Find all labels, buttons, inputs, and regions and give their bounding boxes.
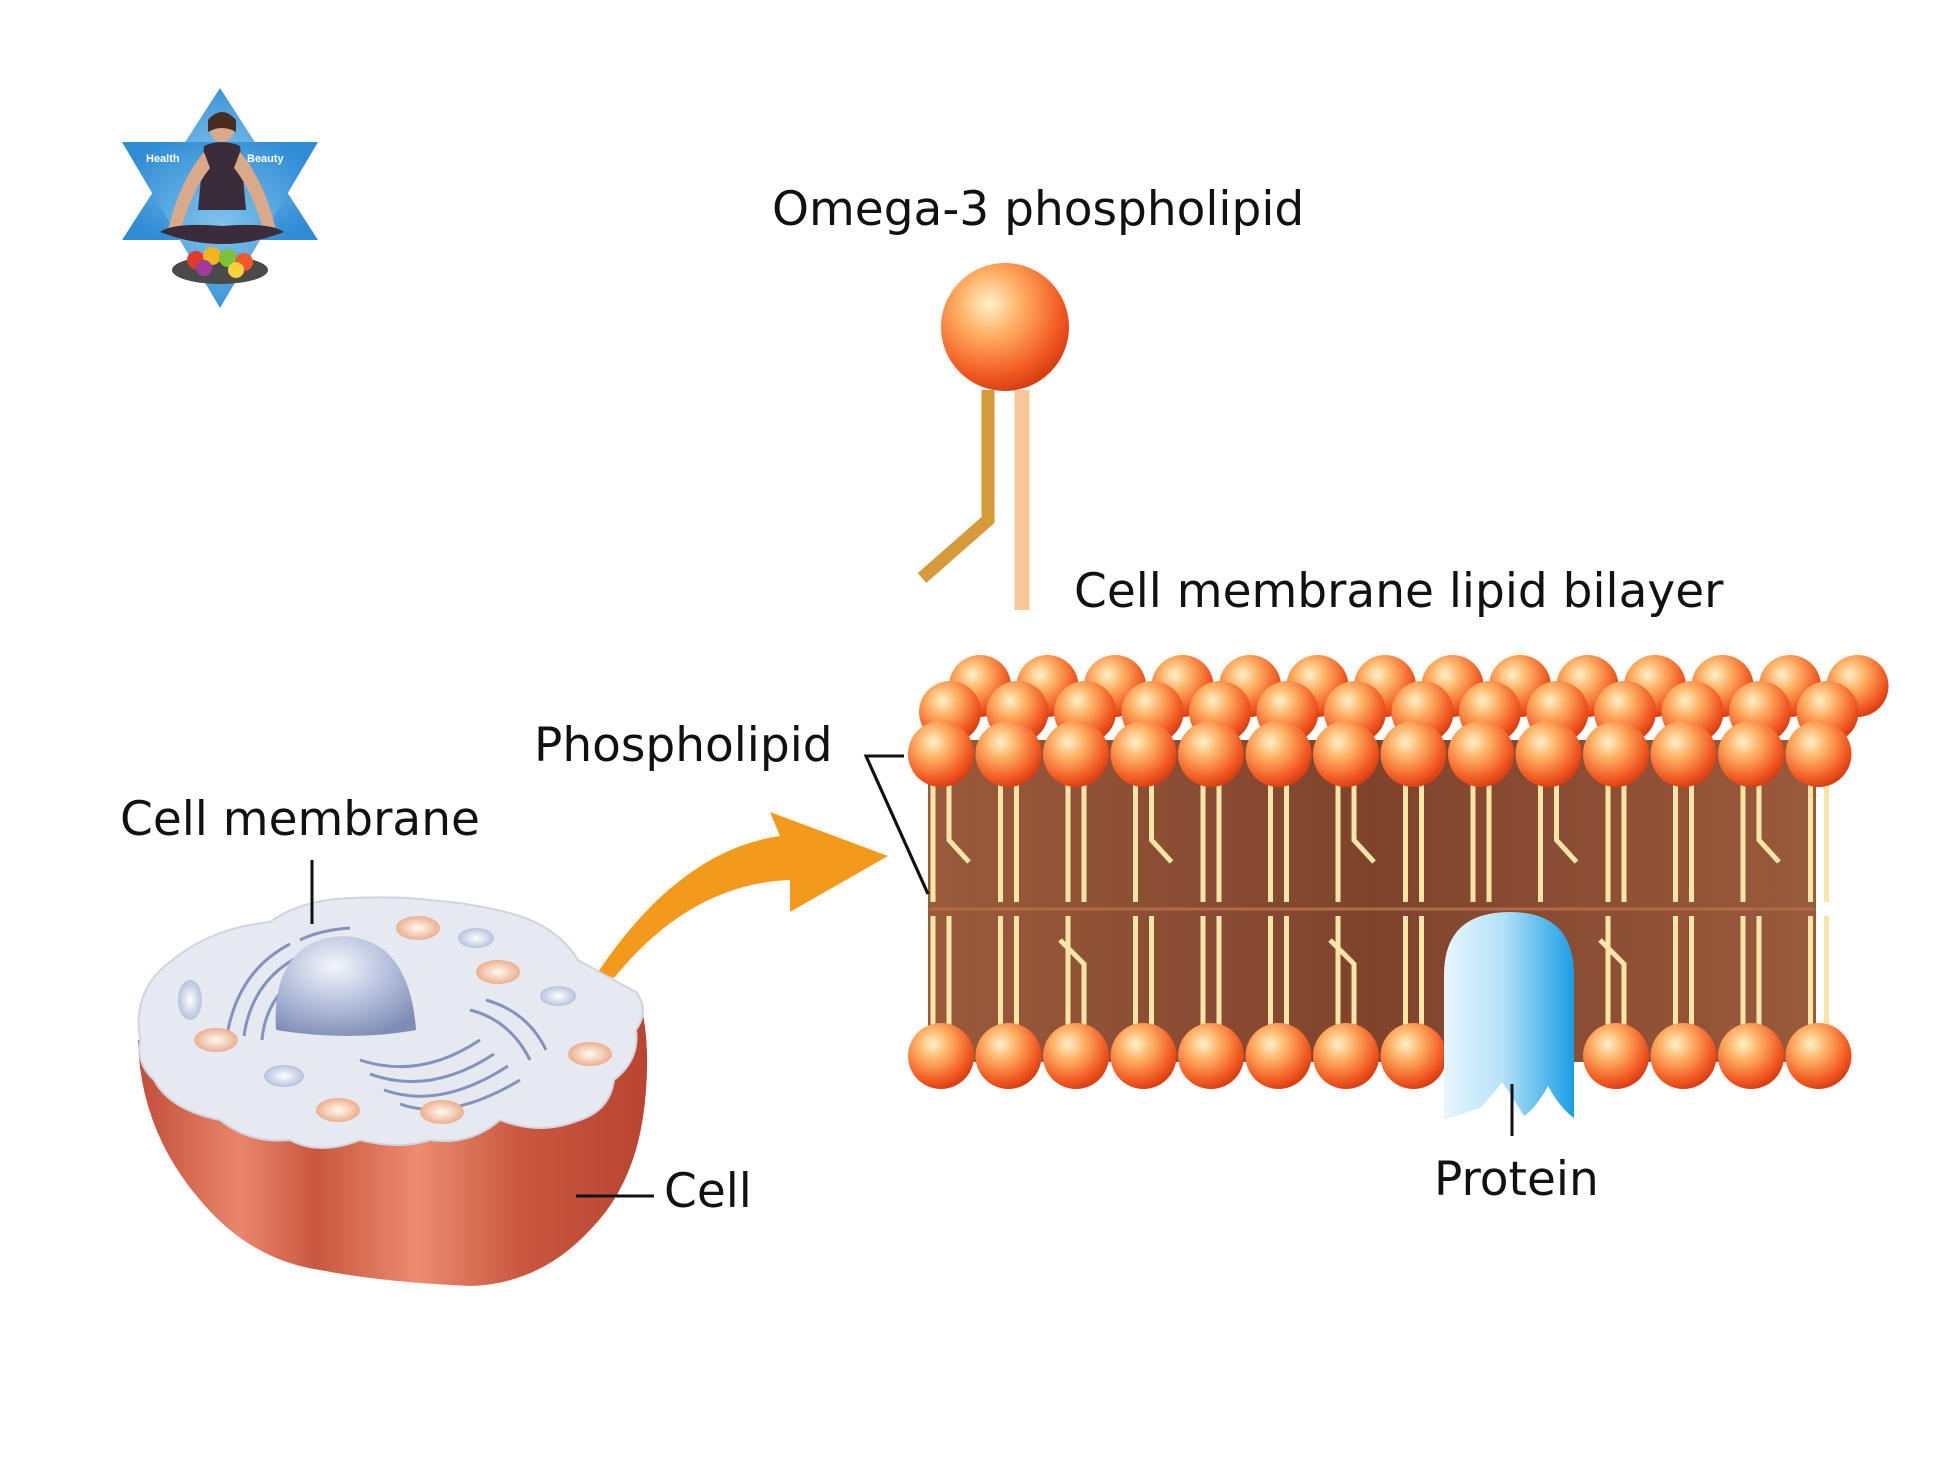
svg-text:Beauty: Beauty <box>247 153 285 165</box>
lipid-head <box>1583 1023 1649 1089</box>
lipid-head <box>1448 721 1514 787</box>
phospholipid-label: Phospholipid <box>534 718 833 773</box>
omega3-bent-tail <box>917 390 995 583</box>
lipid-head <box>1043 721 1109 787</box>
vesicle <box>568 1042 612 1066</box>
lipid-tail-bent <box>1328 938 1357 1030</box>
lipid-head <box>975 721 1042 787</box>
lipid-head <box>1110 1023 1177 1089</box>
membrane-protein <box>1444 912 1574 1120</box>
omega3-label: Omega-3 phospholipid <box>772 182 1305 237</box>
vesicle <box>396 916 440 940</box>
lipid-head <box>1515 721 1582 787</box>
lipid-head <box>1313 1023 1379 1089</box>
vesicle <box>458 928 494 948</box>
lipid-head <box>1043 1023 1109 1089</box>
lipid-head <box>908 1023 974 1089</box>
top-front-heads <box>908 721 1852 787</box>
nucleus <box>275 936 416 1036</box>
lipid-head <box>1380 1023 1447 1089</box>
vesicle <box>264 1065 304 1087</box>
lipid-head <box>1718 1023 1784 1089</box>
lipid-tail-bent <box>1554 780 1579 864</box>
lipid-head <box>975 1023 1042 1089</box>
vesicle <box>476 960 520 984</box>
lipid-head <box>1650 721 1717 787</box>
lipid-tail-bent <box>946 780 971 864</box>
lipid-head <box>1178 1023 1244 1089</box>
lipid-head <box>908 721 974 787</box>
lipid-tail-bent <box>1598 938 1627 1030</box>
vesicle <box>178 980 202 1020</box>
bottom-heads <box>908 1023 1852 1089</box>
svg-text:Health: Health <box>146 153 180 165</box>
lipid-tail-bent <box>1756 780 1781 864</box>
lipid-bilayer <box>908 655 1889 1120</box>
vesicle <box>540 986 576 1006</box>
lipid-tail-bent <box>1351 780 1376 864</box>
vesicle <box>420 1100 464 1124</box>
vesicle <box>316 1098 360 1122</box>
lipid-head <box>1583 721 1649 787</box>
membrane-interior <box>928 740 1816 1062</box>
lipid-tail-bent <box>1149 780 1174 864</box>
lipid-head <box>1718 721 1784 787</box>
leader-lines <box>310 754 1514 1198</box>
lipid-tail-bent <box>1058 938 1087 1030</box>
bilayer-label: Cell membrane lipid bilayer <box>1074 564 1724 619</box>
omega3-molecule <box>917 263 1069 610</box>
phospholipid-leader-tail <box>864 755 930 895</box>
lipid-head <box>1380 721 1447 787</box>
protein-label: Protein <box>1434 1152 1599 1207</box>
lipid-head <box>1313 721 1379 787</box>
cell-label: Cell <box>664 1164 752 1219</box>
lipid-head <box>1785 1023 1852 1089</box>
cell-illustration <box>137 896 648 1286</box>
lipid-head <box>1178 721 1244 787</box>
lipid-head <box>1785 721 1852 787</box>
vesicle <box>194 1028 238 1052</box>
zoom-arrow <box>598 812 888 978</box>
omega3-head <box>941 263 1069 391</box>
lipid-tails <box>930 780 1829 1030</box>
health-beauty-logo: Health Beauty <box>122 88 318 308</box>
lipid-head <box>1650 1023 1717 1089</box>
lipid-head <box>1245 1023 1312 1089</box>
endoplasmic-reticulum <box>226 926 548 1111</box>
lipid-head <box>1110 721 1177 787</box>
cell-membrane-label: Cell membrane <box>120 792 480 847</box>
lipid-head <box>1245 721 1312 787</box>
